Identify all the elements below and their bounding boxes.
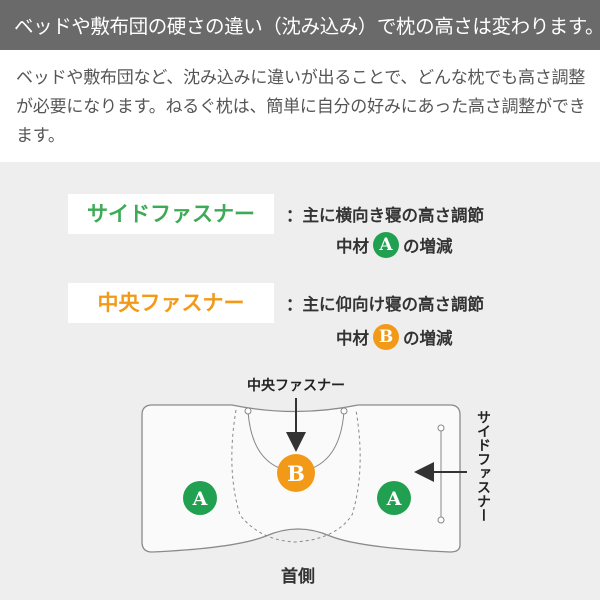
inner-compartment (231, 409, 361, 543)
intro-section: ベッドや敷布団など、沈み込みに違いが出ることで、どんな枕でも高さ調整が必要になり… (0, 50, 600, 162)
fill-a-right (377, 481, 411, 515)
material-a-badge: A (373, 232, 399, 258)
svg-text:A: A (192, 488, 208, 510)
intro-text: ベッドや敷布団など、沈み込みに違いが出ることで、どんな枕でも高さ調整が必要になり… (16, 68, 586, 146)
center-material-suffix: の増減 (403, 329, 453, 348)
center-material: 中材 B の増減 (336, 324, 453, 350)
center-fastener-label: 中央ファスナー (68, 283, 274, 323)
side-fastener-label: サイドファスナー (68, 194, 274, 234)
neck-side-label: 首側 (281, 566, 315, 587)
fill-a-left (183, 481, 217, 515)
material-b-badge: B (373, 324, 399, 350)
svg-text:A: A (386, 488, 402, 510)
center-material-prefix: 中材 (336, 329, 369, 348)
svg-text:B: B (287, 461, 305, 486)
diagram-center-label: 中央ファスナー (247, 377, 345, 394)
header-bar: ベッドや敷布団の硬さの違い（沈み込み）で枕の高さは変わります。 (0, 0, 600, 50)
header-title: ベッドや敷布団の硬さの違い（沈み込み）で枕の高さは変わります。 (14, 15, 600, 38)
fill-b-center (277, 454, 315, 492)
side-fastener-desc: ：主に横向き寝の高さ調節 (286, 206, 484, 225)
side-material-suffix: の増減 (403, 237, 453, 256)
side-material-prefix: 中材 (336, 237, 369, 256)
center-fastener-desc: ：主に仰向け寝の高さ調節 (286, 295, 484, 314)
diagram-side-label: サイドファスナー (475, 410, 491, 522)
side-material: 中材 A の増減 (336, 232, 453, 258)
